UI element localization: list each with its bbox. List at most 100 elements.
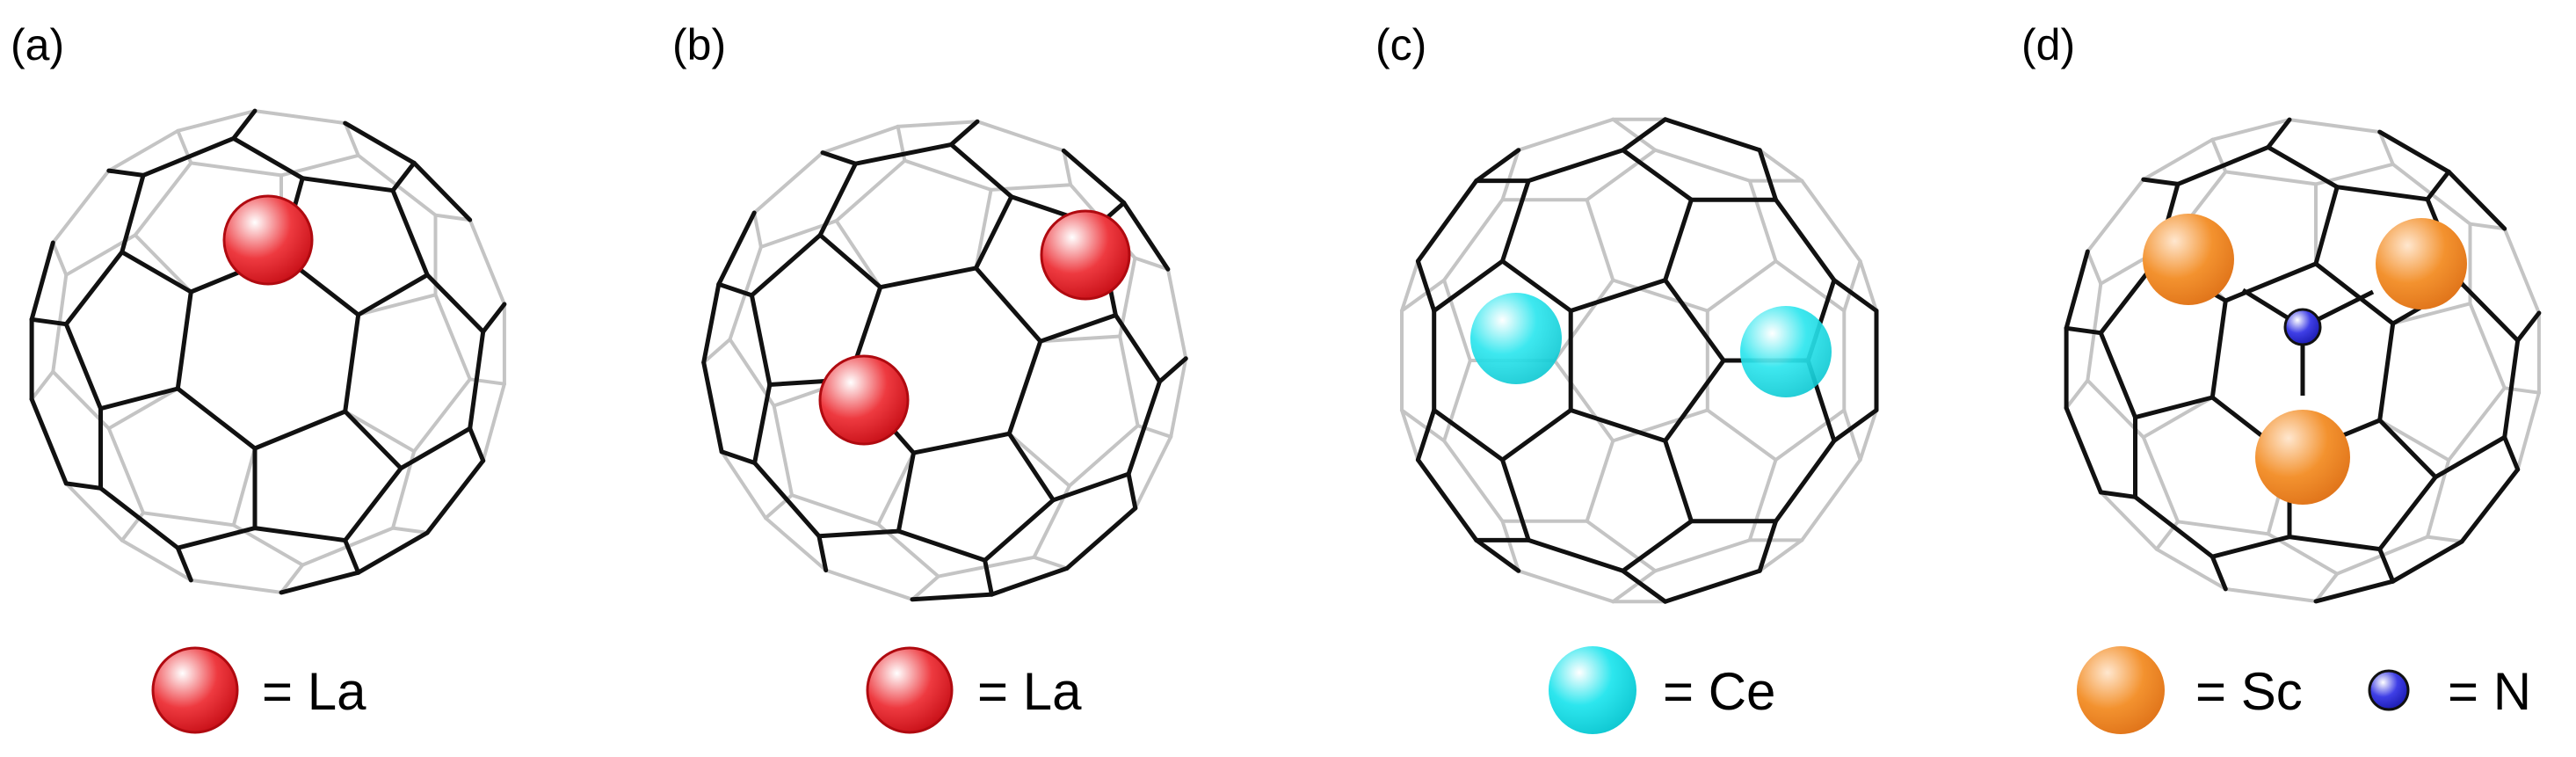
front-edge: [974, 266, 1043, 344]
back-edge: [752, 150, 824, 215]
legend-swatch-la: [866, 646, 954, 734]
back-edge: [279, 563, 305, 594]
panel-label: (a): [11, 20, 64, 69]
back-edge: [1858, 408, 1878, 462]
front-edge: [817, 232, 883, 290]
back-edge: [433, 213, 472, 222]
panel-label: (b): [672, 20, 726, 69]
back-edge: [1400, 408, 1420, 462]
front-edge: [63, 250, 125, 327]
back-edge: [896, 120, 979, 128]
back-edge: [720, 449, 768, 520]
front-edge: [390, 188, 430, 278]
ce-atom: [1740, 306, 1832, 397]
back-edge: [51, 241, 69, 277]
back-edge: [2086, 250, 2103, 286]
back-edge: [876, 451, 916, 527]
back-edge: [343, 121, 360, 157]
back-edge: [133, 161, 193, 237]
back-edge: [1800, 178, 1862, 263]
back-edge: [2377, 130, 2395, 166]
front-edge: [2446, 169, 2507, 231]
front-edge: [1757, 148, 1778, 202]
front-edge: [1474, 148, 1521, 184]
front-edge: [820, 150, 858, 166]
front-edge: [231, 135, 305, 181]
front-edge: [1500, 178, 1531, 264]
front-edge: [2313, 579, 2396, 604]
front-edge: [1832, 278, 1879, 313]
back-edge: [1400, 278, 1447, 313]
front-edge: [29, 317, 69, 327]
front-edge: [424, 273, 486, 334]
back-edge: [1400, 408, 1447, 443]
front-edge: [343, 538, 361, 575]
front-edge: [2266, 144, 2340, 190]
back-edge: [2099, 490, 2159, 551]
back-edge: [1705, 259, 1778, 313]
front-edge: [1663, 568, 1762, 604]
back-edge: [2288, 118, 2382, 135]
front-edge: [1526, 537, 1626, 573]
back-edge: [1516, 117, 1615, 152]
front-edge: [817, 161, 858, 237]
front-edge: [1621, 117, 1668, 153]
front-edge: [816, 534, 829, 573]
front-edge: [701, 281, 722, 365]
back-edge: [1442, 359, 1472, 443]
front-edge: [983, 498, 1056, 563]
front-edge: [252, 526, 348, 543]
fullerene-cage: [701, 119, 1188, 602]
back-edge: [189, 161, 283, 178]
legend-swatch-sc: [2077, 646, 2165, 734]
back-edge: [1611, 117, 1658, 152]
ce-atom: [1470, 293, 1562, 384]
front-edge: [1121, 200, 1171, 272]
front-edge: [1526, 148, 1626, 184]
front-edge: [816, 528, 901, 539]
back-edge: [2176, 520, 2270, 536]
back-edge: [481, 382, 506, 462]
fullerene-cage: [1400, 117, 1879, 604]
back-edge: [1552, 359, 1615, 443]
sc-atom: [2376, 218, 2467, 309]
panel-b: (b) = La: [672, 20, 1188, 734]
front-edge: [1126, 379, 1162, 477]
front-edge: [2064, 249, 2090, 331]
back-edge: [231, 447, 257, 528]
front-edge: [424, 458, 486, 535]
front-edge: [98, 386, 180, 411]
panel-a: (a) = La: [11, 20, 507, 734]
front-edge: [29, 397, 69, 486]
front-edge: [974, 194, 1014, 271]
back-edge: [764, 516, 828, 572]
front-edge: [2502, 338, 2521, 440]
back-edge: [51, 169, 111, 244]
front-edge: [1621, 519, 1694, 573]
front-edge: [716, 281, 754, 298]
legend-swatch-ce: [1549, 646, 1636, 734]
back-edges: [1400, 117, 1878, 604]
sc-atom: [2143, 214, 2234, 305]
front-edge: [2313, 185, 2340, 266]
front-edge: [120, 172, 146, 255]
back-edge: [2141, 435, 2180, 524]
front-edge: [1415, 457, 1479, 542]
back-edge: [2377, 419, 2451, 462]
back-edge: [821, 124, 900, 155]
front-edge: [1663, 117, 1762, 153]
back-edge: [834, 219, 882, 289]
back-edge: [1552, 278, 1615, 362]
back-edge: [1842, 259, 1862, 313]
back-edge: [1516, 569, 1615, 604]
back-edge: [391, 526, 430, 535]
front-edge: [2377, 321, 2396, 423]
back-edge: [189, 578, 283, 594]
front-edge: [2223, 261, 2318, 303]
back-edge: [343, 410, 417, 454]
back-edge: [1442, 278, 1472, 362]
front-edge: [2210, 535, 2292, 559]
back-edge: [2141, 137, 2215, 182]
front-edge: [719, 449, 758, 465]
